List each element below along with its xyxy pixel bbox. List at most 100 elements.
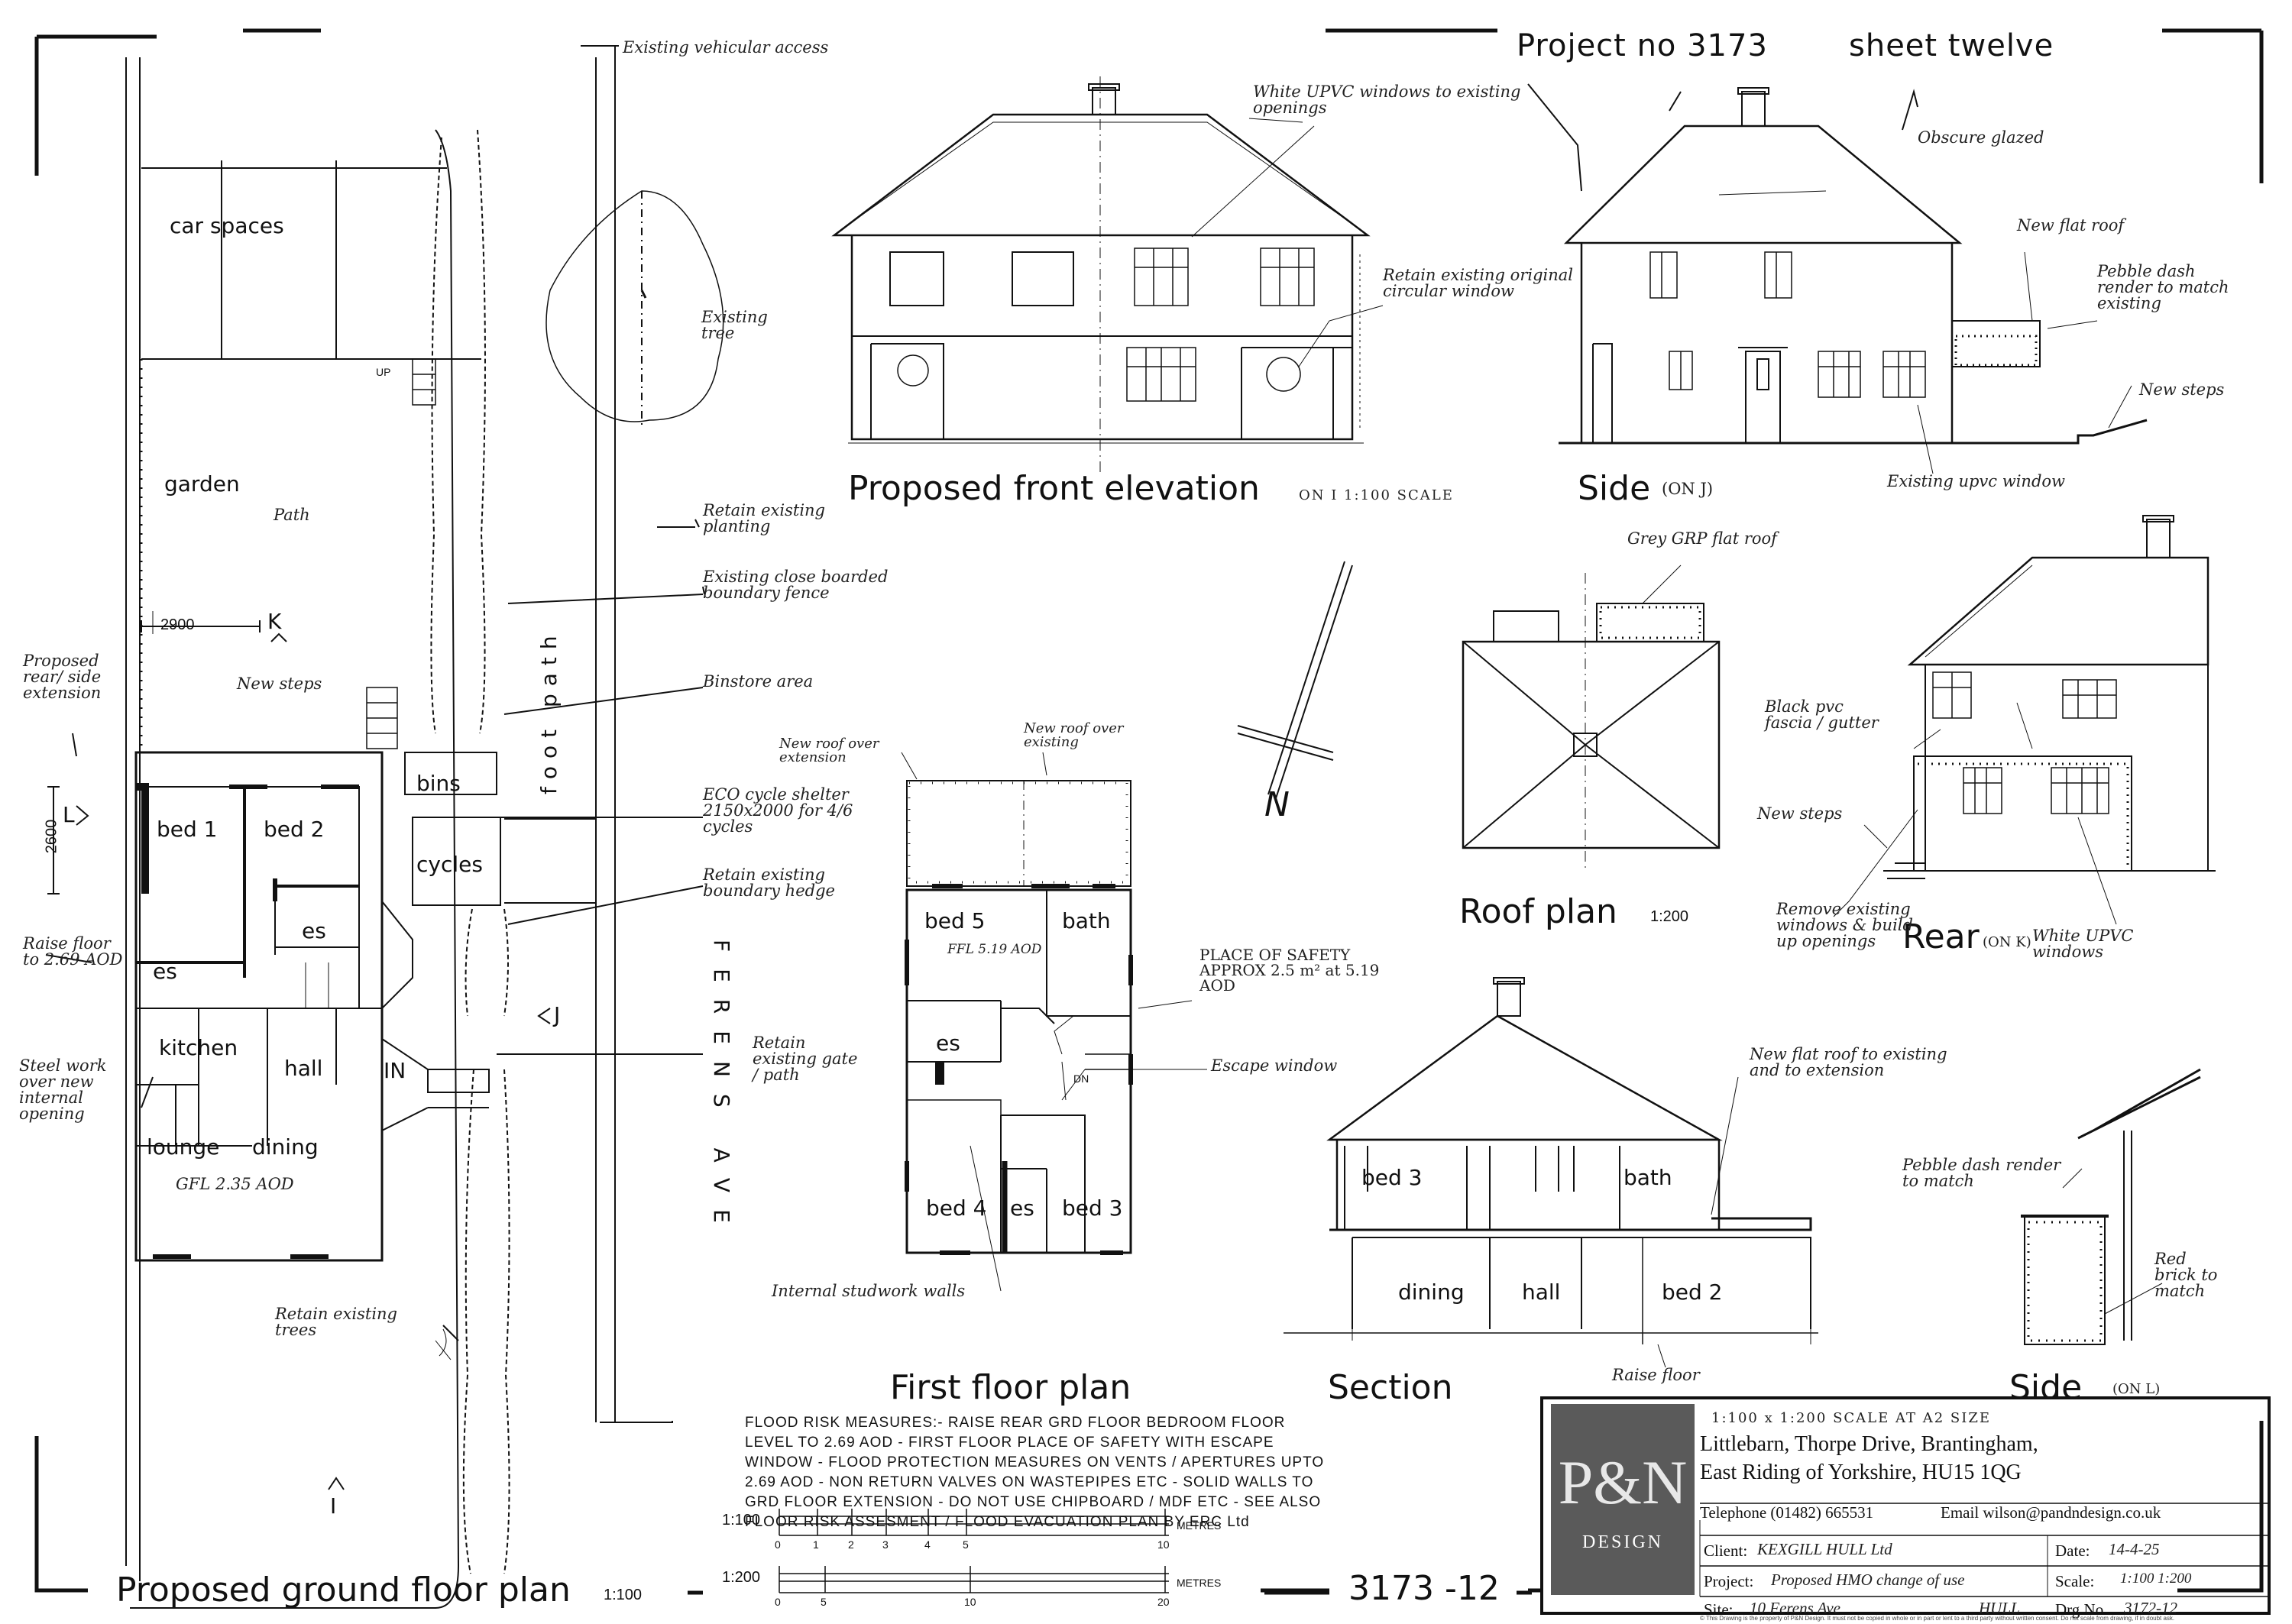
dn-label: DN: [1073, 1072, 1089, 1085]
title-block-frame: [1540, 1396, 2271, 1615]
note-retain-trees: Retain existing trees: [275, 1305, 398, 1339]
entrance-in: IN: [384, 1058, 406, 1083]
view-marker-j: J: [554, 1002, 561, 1027]
note-retain-gate: Retain existing gate / path: [753, 1034, 858, 1084]
tick-100-4: 4: [924, 1538, 931, 1551]
flood-line-1: FLOOD RISK MEASURES:- RAISE REAR GRD FLO…: [745, 1415, 1286, 1431]
note-existing-tree: Existing tree: [701, 308, 768, 342]
ground-plan-title: Proposed ground floor plan: [116, 1571, 571, 1609]
room-es-1: es: [302, 918, 326, 943]
note-retain-planting: Retain existing planting: [703, 501, 826, 535]
first-floor-level: FFL 5.19 AOD: [947, 942, 1042, 957]
note-retain-hedge: Retain existing boundary hedge: [703, 865, 835, 900]
room-first-es-2: es: [1010, 1195, 1034, 1221]
site-city: HULL: [1979, 1599, 2020, 1617]
section: [1284, 977, 1818, 1368]
note-steelwork: Steel work over new internal opening: [19, 1056, 107, 1123]
note-roof-over-extension: New roof over extension: [779, 736, 879, 765]
section-bed-2: bed 2: [1662, 1279, 1723, 1305]
tick-100-5: 5: [963, 1538, 969, 1551]
side-j-subtitle: (ON J): [1662, 480, 1714, 498]
drg-value: 3172-12: [2124, 1599, 2177, 1617]
roof-plan: [1462, 565, 1721, 871]
tick-100-2: 2: [848, 1538, 854, 1551]
flood-risk-notes: FLOOD RISK MEASURES:- RAISE REAR GRD FLO…: [745, 1415, 1324, 1531]
tick-200-5: 5: [821, 1596, 827, 1608]
room-hall: hall: [284, 1056, 323, 1081]
side-elevation-l: [2021, 1068, 2201, 1345]
view-marker-i: I: [330, 1493, 337, 1519]
scale-ratio-100: 1:100: [722, 1512, 761, 1529]
client-label: Client:: [1704, 1542, 1748, 1560]
side-elevation-j: [1527, 83, 2148, 474]
scale-value: 1:100 1:200: [2120, 1571, 2192, 1587]
note-red-brick: Red brick to match: [2154, 1250, 2218, 1300]
note-flat-roof-extension: New flat roof to existing and to extensi…: [1750, 1045, 1947, 1079]
scale-ratio-200: 1:200: [722, 1569, 761, 1586]
tick-200-0: 0: [775, 1596, 781, 1608]
room-car-spaces: car spaces: [170, 213, 284, 238]
flood-line-2: LEVEL TO 2.69 AOD - FIRST FLOOR PLACE OF…: [745, 1435, 1274, 1451]
note-pebble-dash: Pebble dash render to match existing: [2097, 262, 2229, 312]
note-existing-upvc: Existing upvc window: [1887, 472, 2066, 490]
street-label: FERENS AVE: [709, 940, 734, 1240]
room-dining: dining: [252, 1134, 319, 1160]
room-bed-4: bed 4: [926, 1195, 987, 1221]
note-white-upvc: White UPVC windows to existing openings: [1253, 82, 1521, 117]
room-bins: bins: [416, 771, 461, 796]
tick-100-1: 1: [813, 1538, 819, 1551]
note-pebble-dash-match: Pebble dash render to match: [1902, 1156, 2061, 1190]
room-cycles: cycles: [416, 852, 483, 877]
logo-word: DESIGN: [1582, 1532, 1663, 1552]
note-circular-window: Retain existing original circular window: [1383, 266, 1573, 300]
project-value: Proposed HMO change of use: [1771, 1571, 1965, 1589]
first-plan-title: First floor plan: [890, 1368, 1131, 1407]
section-bed-3: bed 3: [1361, 1165, 1423, 1190]
room-kitchen: kitchen: [159, 1035, 238, 1060]
address-line-1: Littlebarn, Thorpe Drive, Brantingham,: [1700, 1432, 2038, 1456]
rear-elevation: [1833, 515, 2216, 925]
scale-bar: [779, 1509, 1169, 1593]
drg-label: Drg.No.: [2055, 1600, 2108, 1619]
section-title: Section: [1328, 1368, 1453, 1407]
front-elevation-scale: ON I 1:100 SCALE: [1299, 487, 1454, 503]
room-es-2: es: [153, 959, 177, 984]
note-roof-over-existing: New roof over existing: [1024, 720, 1124, 750]
flood-line-3: WINDOW - FLOOD PROTECTION MEASURES ON VE…: [745, 1454, 1325, 1470]
note-vehicular-access: Existing vehicular access: [623, 38, 829, 57]
sheet-scale-note: 1:100 x 1:200 SCALE AT A2 SIZE: [1711, 1410, 1991, 1426]
room-bed-1: bed 1: [157, 817, 218, 842]
note-grp-roof: Grey GRP flat roof: [1627, 529, 1777, 548]
logo-letters: P&N: [1558, 1447, 1688, 1517]
project-label: Project:: [1704, 1572, 1754, 1590]
section-dining: dining: [1398, 1279, 1465, 1305]
scale-unit-200: METRES: [1177, 1577, 1222, 1589]
roof-plan-title: Roof plan: [1459, 892, 1617, 931]
tick-100-0: 0: [775, 1538, 781, 1551]
rear-elevation-subtitle: (ON K): [1983, 934, 2031, 950]
address-line-2: East Riding of Yorkshire, HU15 1QG: [1700, 1461, 2022, 1484]
tick-200-10: 10: [964, 1596, 976, 1608]
side-j-title: Side: [1578, 469, 1651, 508]
room-first-es-1: es: [936, 1030, 960, 1056]
room-bed-3: bed 3: [1062, 1195, 1123, 1221]
flood-line-5: GRD FLOOR EXTENSION - DO NOT USE CHIPBOA…: [745, 1494, 1322, 1510]
up-label: UP: [376, 366, 391, 378]
view-marker-l: L: [63, 802, 75, 827]
ground-plan-scale: 1:100: [604, 1587, 643, 1603]
note-escape-window: Escape window: [1211, 1056, 1338, 1075]
sheet-border: [34, 28, 2264, 1593]
dimension-2900: 2900: [160, 616, 195, 633]
telephone: Telephone (01482) 665531: [1700, 1503, 1874, 1522]
note-place-of-safety: PLACE OF SAFETY APPROX 2.5 m² at 5.19 AO…: [1199, 946, 1380, 995]
note-raise-floor-section: Raise floor: [1612, 1366, 1700, 1384]
project-number: Project no 3173: [1517, 28, 1768, 63]
tick-100-10: 10: [1157, 1538, 1170, 1551]
footpath-label: foot path: [536, 628, 562, 794]
view-marker-k: K: [267, 609, 282, 634]
note-black-fascia: Black pvc fascia / gutter: [1765, 697, 1879, 732]
room-lounge: lounge: [147, 1134, 220, 1160]
flood-line-6: FLOOR RISK ASSESMENT / FLOOD EVACUATION …: [745, 1514, 1250, 1530]
site-value: 10 Ferens Ave: [1750, 1599, 1840, 1617]
company-logo: P&N DESIGN: [1551, 1404, 1695, 1595]
